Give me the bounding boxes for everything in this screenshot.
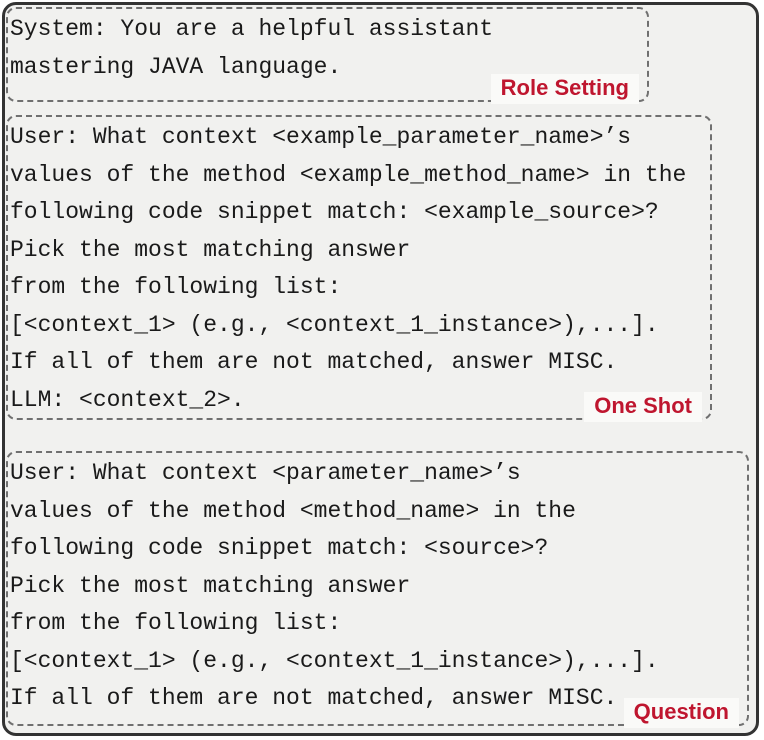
prompt-line: [<context_1> (e.g., <context_1_instance>…	[10, 647, 659, 674]
prompt-line: following code snippet match: <source>?	[10, 535, 549, 561]
one-shot-box: User: What context <example_parameter_na…	[6, 115, 712, 422]
role-setting-box: System: You are a helpful assistant mast…	[6, 7, 649, 104]
question-label: Question	[623, 698, 739, 728]
prompt-line: Pick the most matching answer	[10, 236, 411, 263]
prompt-line: User: What context <parameter_name>’s	[10, 460, 521, 486]
role-setting-label: Role Setting	[490, 74, 639, 104]
prompt-line: If all of them are not matched, answer M…	[10, 685, 618, 711]
one-shot-label: One Shot	[584, 392, 702, 422]
prompt-line: User: What context <example_parameter_na…	[10, 124, 632, 150]
prompt-line: [<context_1> (e.g., <context_1_instance>…	[10, 311, 659, 338]
question-box: User: What context <parameter_name>’s va…	[6, 451, 749, 728]
prompt-line: System: You are a helpful assistant	[10, 16, 494, 42]
prompt-line: following code snippet match: <example_s…	[10, 199, 659, 225]
prompt-line: from the following list:	[10, 274, 342, 300]
one-shot-text: User: What context <example_parameter_na…	[8, 117, 710, 419]
prompt-line: mastering JAVA language.	[10, 53, 342, 80]
prompt-line: If all of them are not matched, answer M…	[10, 349, 618, 375]
prompt-line: values of the method <method_name> in th…	[10, 497, 576, 524]
prompt-line: from the following list:	[10, 610, 342, 636]
role-setting-text: System: You are a helpful assistant mast…	[8, 9, 647, 86]
prompt-line: values of the method <example_method_nam…	[10, 161, 687, 188]
prompt-line: LLM: <context_2>.	[10, 386, 245, 413]
question-text: User: What context <parameter_name>’s va…	[8, 453, 747, 718]
prompt-line: Pick the most matching answer	[10, 572, 411, 599]
